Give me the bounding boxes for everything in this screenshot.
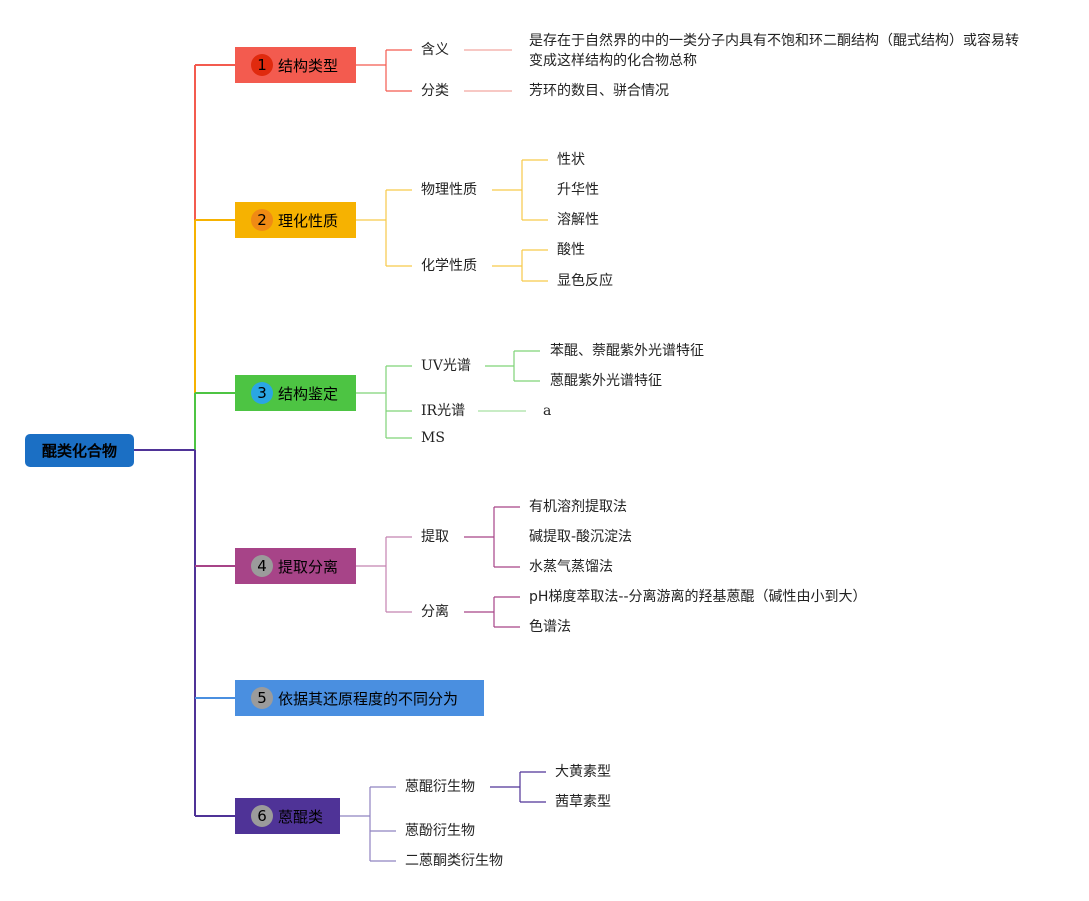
b2-chemical[interactable]: 化学性质: [421, 258, 477, 274]
branch-4-number-icon: 4: [251, 555, 273, 577]
branch-1-number-icon: 1: [251, 54, 273, 76]
b2-physical-item[interactable]: 溶解性: [557, 212, 599, 228]
b6-anthranol[interactable]: 蒽酚衍生物: [405, 823, 475, 839]
b2-chemical-item[interactable]: 显色反应: [557, 273, 613, 289]
b3-uv-item[interactable]: 苯醌、萘醌紫外光谱特征: [550, 343, 704, 359]
b2-physical[interactable]: 物理性质: [421, 182, 477, 198]
branch-1-node[interactable]: 1 结构类型: [235, 47, 356, 83]
branch-5-label: 依据其还原程度的不同分为: [278, 689, 459, 708]
b4-extract[interactable]: 提取: [421, 529, 449, 545]
b6-anthraquinone-item[interactable]: 大黄素型: [555, 764, 611, 780]
branch-6-number-icon: 6: [251, 805, 273, 827]
b2-physical-item[interactable]: 性状: [557, 152, 585, 168]
branch-3-node[interactable]: 3 结构鉴定: [235, 375, 356, 411]
branch-4-label: 提取分离: [278, 557, 339, 576]
b4-extract-item[interactable]: 有机溶剂提取法: [529, 499, 627, 515]
b6-anthraquinone[interactable]: 蒽醌衍生物: [405, 779, 475, 795]
root-label: 醌类化合物: [41, 442, 117, 460]
branch-4-node[interactable]: 4 提取分离: [235, 548, 356, 584]
b3-uv-item[interactable]: 蒽醌紫外光谱特征: [550, 373, 662, 389]
b4-separate-item[interactable]: 色谱法: [529, 619, 571, 635]
branch-2-node[interactable]: 2 理化性质: [235, 202, 356, 238]
branch-6-node[interactable]: 6 蒽醌类: [235, 798, 340, 834]
b3-ir-item[interactable]: a: [543, 403, 552, 419]
b3-uv[interactable]: UV光谱: [421, 358, 471, 374]
b4-extract-item[interactable]: 碱提取-酸沉淀法: [529, 529, 633, 545]
b3-ir[interactable]: IR光谱: [421, 403, 466, 419]
b6-dianthrone[interactable]: 二蒽酮类衍生物: [405, 853, 503, 869]
b1-classify[interactable]: 分类: [421, 83, 449, 99]
branch-1-label: 结构类型: [278, 56, 339, 75]
branch-5-node[interactable]: 5 依据其还原程度的不同分为: [235, 680, 484, 716]
b1-meaning-desc[interactable]: 是存在于自然界的中的一类分子内具有不饱和环二酮结构（醌式结构）或容易转变成这样结…: [529, 33, 1019, 69]
b2-chemical-item[interactable]: 酸性: [557, 242, 585, 258]
branch-2-label: 理化性质: [278, 211, 339, 230]
b6-anthraquinone-item[interactable]: 茜草素型: [555, 794, 611, 810]
b3-ms[interactable]: MS: [421, 430, 445, 446]
branch-5-number-icon: 5: [251, 687, 273, 709]
b4-separate-item[interactable]: pH梯度萃取法--分离游离的羟基蒽醌（碱性由小到大）: [529, 589, 867, 605]
branch-6-label: 蒽醌类: [278, 807, 324, 826]
b1-classify-desc[interactable]: 芳环的数目、骈合情况: [529, 83, 669, 99]
b4-separate[interactable]: 分离: [421, 604, 449, 620]
b2-physical-item[interactable]: 升华性: [557, 182, 599, 198]
branch-3-label: 结构鉴定: [278, 384, 339, 403]
b1-meaning[interactable]: 含义: [421, 42, 449, 58]
branch-2-number-icon: 2: [251, 209, 273, 231]
root-node[interactable]: 醌类化合物: [25, 434, 134, 467]
branch-3-number-icon: 3: [251, 382, 273, 404]
b4-extract-item[interactable]: 水蒸气蒸馏法: [529, 559, 613, 575]
